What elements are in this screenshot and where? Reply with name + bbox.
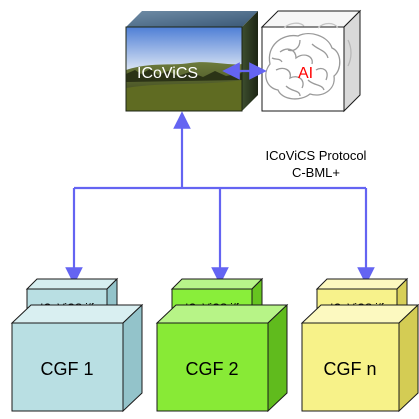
cgf-box-1-front (11, 322, 124, 412)
ai-cube (260, 9, 362, 113)
cgf-box-2-side (267, 303, 288, 413)
cgf-label-2: CGF 2 (185, 359, 238, 379)
icovics-cube-side (242, 11, 258, 111)
icovics-cube-top (126, 11, 258, 27)
ai-cube-front (261, 26, 345, 112)
interface-2-top (170, 278, 264, 290)
cgf-box-n-front (301, 322, 400, 412)
cgf-node-n: ICoViCS i/f CGF n (300, 277, 419, 413)
connectors (65, 62, 375, 285)
brain-icon (265, 22, 352, 100)
cgf-node-1: ICoViCS i/f CGF 1 (10, 277, 144, 413)
cgf-label-n: CGF n (323, 359, 376, 379)
icovics-cube (125, 11, 258, 112)
protocol-line-1: ICoViCS Protocol (266, 148, 367, 163)
cgf-box-1-top (10, 304, 144, 324)
cgf-node-2: ICoViCS i/f CGF 2 (155, 277, 289, 413)
cgf-box-n-top (300, 304, 419, 324)
cgf-box-2-front (156, 322, 269, 412)
interface-1-top (25, 278, 119, 290)
landscape-field (126, 80, 242, 111)
cgf-box-n-side (398, 303, 419, 413)
ai-cube-side (343, 9, 361, 113)
interface-n-top (315, 278, 409, 290)
cgf-label-1: CGF 1 (40, 359, 93, 379)
icovics-label: ICoViCS (137, 65, 198, 82)
cgf-box-1-side (122, 303, 143, 413)
ai-cube-top (260, 10, 362, 28)
cgf-box-2-top (155, 304, 289, 324)
protocol-line-2: C-BML+ (292, 165, 340, 180)
landscape-trees (126, 69, 242, 82)
ai-label: AI (298, 65, 313, 82)
